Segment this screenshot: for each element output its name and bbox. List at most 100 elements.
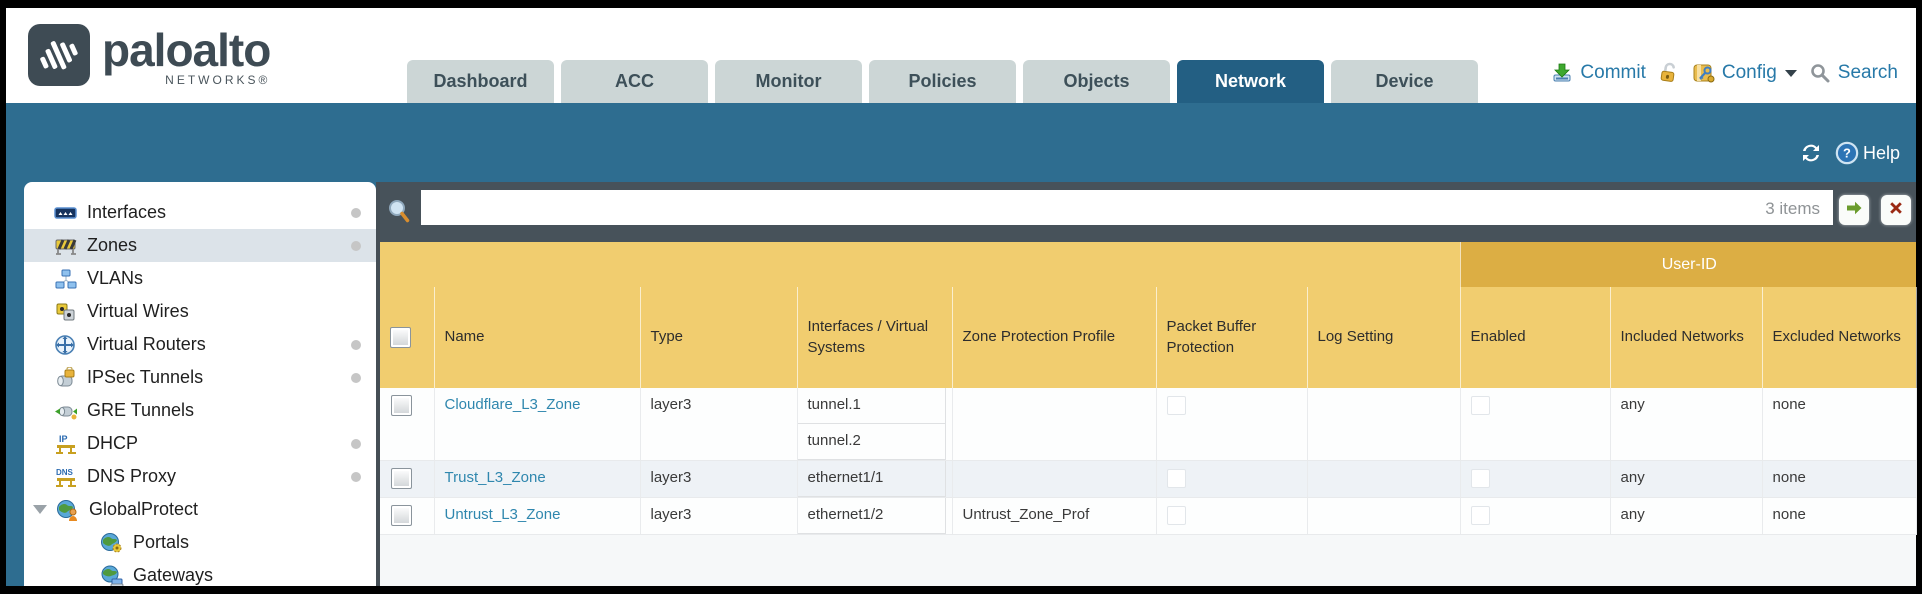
virtual-routers-icon	[54, 334, 78, 356]
portals-icon	[100, 532, 124, 554]
sidebar-item-portals[interactable]: Portals	[24, 526, 376, 559]
tab-acc[interactable]: ACC	[561, 60, 708, 103]
cell-interfaces: ethernet1/2	[797, 497, 953, 535]
col-header-type[interactable]: Type	[640, 287, 798, 388]
zone-name-link[interactable]: Untrust_L3_Zone	[444, 506, 561, 523]
cell-packet-buffer-protection	[1156, 497, 1308, 535]
table-row: Trust_L3_Zone layer3 ethernet1/1 any non…	[380, 460, 1917, 498]
zone-name-link[interactable]: Trust_L3_Zone	[444, 469, 546, 486]
sidebar-item-virtual-wires[interactable]: Virtual Wires	[24, 295, 376, 328]
sidebar-item-vlans[interactable]: VLANs	[24, 262, 376, 295]
row-checkbox[interactable]	[391, 505, 412, 526]
sidebar-item-label: Zones	[87, 235, 138, 255]
vlans-icon	[54, 268, 78, 290]
enabled-checkbox[interactable]	[1470, 469, 1490, 488]
filter-input[interactable]	[421, 190, 1833, 225]
green-arrow-icon	[1845, 199, 1863, 222]
globalprotect-icon	[56, 499, 80, 521]
tab-policies[interactable]: Policies	[869, 60, 1016, 103]
col-header-included-networks[interactable]: Included Networks	[1610, 287, 1763, 388]
col-header-interfaces[interactable]: Interfaces / Virtual Systems	[797, 287, 953, 388]
col-header-zone-protection-profile[interactable]: Zone Protection Profile	[952, 287, 1157, 388]
sidebar-item-label: Gateways	[133, 565, 214, 585]
cell-name: Trust_L3_Zone	[434, 460, 641, 498]
tab-dashboard[interactable]: Dashboard	[407, 60, 554, 103]
col-header-log-setting[interactable]: Log Setting	[1307, 287, 1461, 388]
top-actions: Commit	[1550, 54, 1898, 92]
sidebar-item-label: GlobalProtect	[89, 499, 199, 519]
interface-entry: tunnel.2	[797, 424, 946, 460]
tab-monitor[interactable]: Monitor	[715, 60, 862, 103]
filter-bar: 3 items	[380, 182, 1916, 242]
col-header-name[interactable]: Name	[434, 287, 641, 388]
clear-filter-button[interactable]	[1881, 195, 1911, 225]
ipsec-tunnels-icon	[54, 366, 78, 389]
zones-icon	[54, 235, 78, 257]
unlock-icon[interactable]	[1655, 60, 1682, 85]
commit-button[interactable]: Commit	[1550, 62, 1646, 84]
row-checkbox[interactable]	[391, 468, 412, 489]
cell-excluded-networks: none	[1762, 460, 1917, 498]
sidebar-item-dhcp[interactable]: IP DHCP	[24, 427, 376, 460]
sidebar-item-label: Portals	[133, 532, 190, 552]
cell-zone-protection-profile	[952, 460, 1157, 498]
tab-device[interactable]: Device	[1331, 60, 1478, 103]
sidebar-item-interfaces[interactable]: Interfaces	[24, 196, 376, 229]
cell-excluded-networks: none	[1762, 388, 1917, 461]
sidebar-item-label: GRE Tunnels	[87, 400, 195, 420]
sidebar-item-virtual-routers[interactable]: Virtual Routers	[24, 328, 376, 361]
cell-log-setting	[1307, 388, 1461, 461]
cell-log-setting	[1307, 497, 1461, 535]
dns-proxy-icon: DNS	[54, 466, 78, 488]
config-menu-button[interactable]: Config	[1692, 62, 1797, 84]
row-select-cell	[380, 388, 435, 461]
sidebar-item-label: DNS Proxy	[87, 466, 177, 486]
select-all-checkbox[interactable]	[390, 327, 411, 348]
sidebar-item-gre-tunnels[interactable]: GRE Tunnels	[24, 394, 376, 427]
search-button[interactable]: Search	[1808, 62, 1898, 84]
row-select-cell	[380, 497, 435, 535]
sidebar-item-ipsec-tunnels[interactable]: IPSec Tunnels	[24, 361, 376, 394]
apply-filter-button[interactable]	[1839, 195, 1869, 225]
sidebar-item-label: VLANs	[87, 268, 144, 288]
interface-entry: tunnel.1	[797, 388, 946, 424]
zone-name-link[interactable]: Cloudflare_L3_Zone	[444, 396, 581, 413]
sidebar-item-gateways[interactable]: Gateways	[24, 559, 376, 586]
cell-included-networks: any	[1610, 497, 1763, 535]
packet-buffer-checkbox[interactable]	[1166, 469, 1186, 488]
sidebar-item-dns-proxy[interactable]: DNS DNS Proxy	[24, 460, 376, 493]
packet-buffer-checkbox[interactable]	[1166, 396, 1186, 415]
help-icon: ?	[1835, 141, 1859, 165]
help-label: Help	[1862, 142, 1900, 163]
table-row: Cloudflare_L3_Zone layer3 tunnel.1 tunne…	[380, 388, 1917, 461]
enabled-checkbox[interactable]	[1470, 506, 1490, 525]
cell-zone-protection-profile	[952, 388, 1157, 461]
enabled-checkbox[interactable]	[1470, 396, 1490, 415]
brand-text: paloalto NETWORKS®	[102, 24, 271, 87]
col-header-excluded-networks[interactable]: Excluded Networks	[1762, 287, 1917, 388]
status-dot	[351, 240, 361, 251]
interface-entry: ethernet1/2	[797, 498, 946, 534]
virtual-wires-icon	[54, 301, 78, 323]
app-window: paloalto NETWORKS® Dashboard ACC Monitor…	[6, 8, 1917, 586]
row-checkbox[interactable]	[391, 395, 412, 416]
network-sidebar: Interfaces Zones VLANs Virtual Wires	[24, 182, 376, 586]
help-button[interactable]: ? Help	[1835, 141, 1900, 165]
tab-network[interactable]: Network	[1177, 60, 1324, 103]
packet-buffer-checkbox[interactable]	[1166, 506, 1186, 525]
sidebar-item-zones[interactable]: Zones	[24, 229, 376, 262]
filter-search-icon	[387, 198, 413, 231]
expander-icon[interactable]	[33, 505, 47, 514]
sidebar-item-globalprotect[interactable]: GlobalProtect	[24, 493, 376, 526]
table-row: Untrust_L3_Zone layer3 ethernet1/2 Untru…	[380, 497, 1917, 535]
tab-objects[interactable]: Objects	[1023, 60, 1170, 103]
config-icon	[1692, 62, 1716, 84]
col-header-packet-buffer-protection[interactable]: Packet Buffer Protection	[1156, 287, 1308, 388]
column-header-row: Name Type Interfaces / Virtual Systems Z…	[380, 287, 1917, 388]
refresh-icon[interactable]	[1799, 142, 1823, 164]
cell-enabled	[1460, 388, 1611, 461]
sidebar-item-label: Virtual Routers	[87, 334, 206, 354]
cell-log-setting	[1307, 460, 1461, 498]
col-header-enabled[interactable]: Enabled	[1460, 287, 1611, 388]
status-dot	[351, 372, 361, 383]
